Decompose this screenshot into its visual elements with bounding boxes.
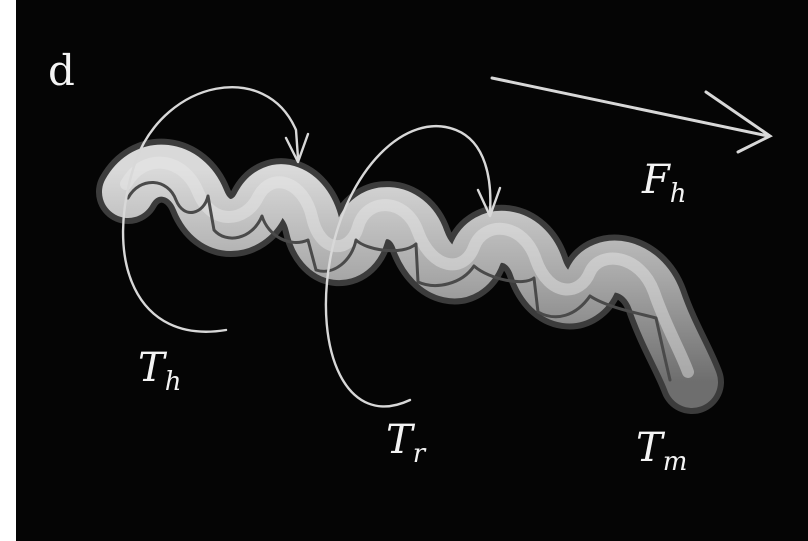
rotation-arrowhead-tr	[476, 186, 502, 218]
label-force-fh: Fh	[642, 160, 687, 207]
label-torque-th: Th	[138, 348, 181, 395]
label-th-main: T	[138, 345, 165, 391]
rotation-arrowhead-th	[284, 132, 310, 164]
figure-panel: d Fh Th Tr Tm	[16, 0, 808, 541]
label-tr-sub: r	[412, 439, 426, 469]
label-torque-tr: Tr	[386, 420, 425, 467]
force-arrow	[490, 76, 773, 154]
label-tm-main: T	[636, 425, 663, 471]
panel-letter: d	[48, 46, 75, 95]
label-tm-sub: m	[662, 447, 688, 477]
rotation-arrow-tr	[324, 124, 492, 408]
helix-diagram	[96, 76, 773, 414]
label-fh-sub: h	[669, 179, 687, 209]
rotation-arrow-th	[121, 86, 300, 333]
label-tr-main: T	[386, 417, 413, 463]
label-fh-main: F	[642, 157, 670, 203]
label-torque-tm: Tm	[636, 428, 687, 475]
helix-tube-body	[102, 144, 718, 408]
label-th-sub: h	[164, 367, 182, 397]
helix-tube-highlight	[120, 156, 694, 378]
helix-center-line	[126, 181, 672, 382]
